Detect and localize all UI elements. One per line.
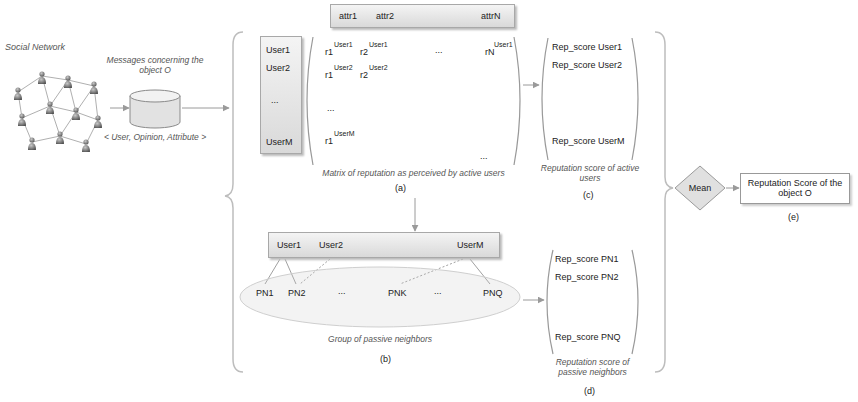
input-arrow	[182, 108, 229, 109]
node-text: User1	[369, 41, 388, 49]
result-box: Reputation Score of the object O	[740, 173, 850, 204]
node-text: r2	[360, 47, 368, 57]
node-text: ...	[480, 151, 488, 161]
node-text: PN1	[256, 288, 274, 298]
node-text: attrN	[481, 11, 501, 21]
node-text: UserM	[334, 130, 355, 138]
node-text: ...	[434, 286, 442, 296]
node-text: ...	[327, 103, 335, 113]
panel-label: (c)	[583, 190, 594, 200]
caption-text: Messages concerning the object O	[98, 56, 212, 76]
node-text: User2	[334, 64, 353, 72]
node-text: r2	[360, 70, 368, 80]
node-text: Rep_score PN1	[555, 254, 619, 264]
node-text: Rep_score PN2	[555, 272, 619, 282]
active-users-column: User1User2... UserM	[260, 36, 302, 154]
node-text: UserM	[457, 240, 484, 250]
node-text: User1	[277, 240, 301, 250]
caption-text: Group of passive neighbors	[238, 335, 522, 345]
node-text: User1	[266, 45, 290, 55]
passive-neighbors-score: Rep_score PN1Rep_score PN2Rep_score PNQ R…	[545, 248, 640, 382]
right-brace	[655, 32, 673, 372]
node-text: UserM	[266, 137, 293, 147]
panel-label: (d)	[584, 386, 595, 396]
active-users-score: Rep_score User1Rep_score User2Rep_score …	[540, 36, 640, 186]
flow-arrow	[523, 85, 539, 86]
node-text: attr1	[339, 11, 357, 21]
panel-label: (b)	[380, 354, 391, 364]
node-text: PN2	[288, 288, 306, 298]
node-text: User2	[266, 63, 290, 73]
node-text: PNK	[388, 288, 407, 298]
node-text: r1	[325, 70, 333, 80]
left-brace	[225, 32, 243, 372]
caption-text: Reputation score of active users	[540, 164, 640, 184]
panel-label: (e)	[788, 212, 799, 222]
node-text: Rep_score User1	[552, 42, 622, 52]
flow-arrow	[523, 300, 544, 301]
node-text: Reputation Score of the object O	[747, 178, 843, 199]
node-text: ...	[271, 95, 279, 105]
node-text: User2	[369, 64, 388, 72]
node-text: Rep_score UserM	[552, 136, 625, 146]
social-network-illustration	[14, 71, 102, 152]
node-text: Mean	[689, 183, 712, 193]
message-database-outline	[130, 90, 180, 128]
message-database: Messages concerning the object O< User, …	[130, 90, 180, 128]
caption-text: Matrix of reputation as perceived by act…	[305, 169, 522, 179]
node-text: ...	[435, 45, 443, 55]
passive-neighbors-group: PN1 PN2... PNK... PNQ Group of passive neigh…	[238, 265, 522, 349]
social-network: Social Network	[5, 62, 109, 154]
flow-arrow	[110, 108, 129, 109]
flow-arrow	[415, 198, 416, 231]
node-text: r1	[325, 136, 333, 146]
mean-diamond: Mean	[675, 166, 725, 210]
node-text: User1	[334, 41, 353, 49]
node-text: Rep_score User2	[552, 60, 622, 70]
node-text: r1	[325, 47, 333, 57]
node-text: attr2	[376, 11, 394, 21]
reputation-matrix: r1User1r2User1...rNUser1r1User2r2User2..…	[305, 35, 522, 197]
node-text: PNQ	[483, 288, 503, 298]
flow-arrow	[726, 188, 739, 189]
caption-text: Reputation score of passive neighbors	[545, 358, 640, 378]
node-text: Rep_score PNQ	[555, 332, 621, 342]
caption-text: < User, Opinion, Attribute >	[88, 133, 222, 143]
panel-label: (a)	[395, 183, 406, 193]
node-text: rN	[485, 47, 495, 57]
attribute-bar: attr1 attr2 attrN	[330, 4, 515, 28]
active-users-bar: User1 User2 UserM	[268, 232, 500, 258]
node-text: ...	[338, 286, 346, 296]
node-text: User2	[319, 240, 343, 250]
node-text: User1	[494, 41, 513, 49]
caption-text: Social Network	[5, 42, 65, 52]
